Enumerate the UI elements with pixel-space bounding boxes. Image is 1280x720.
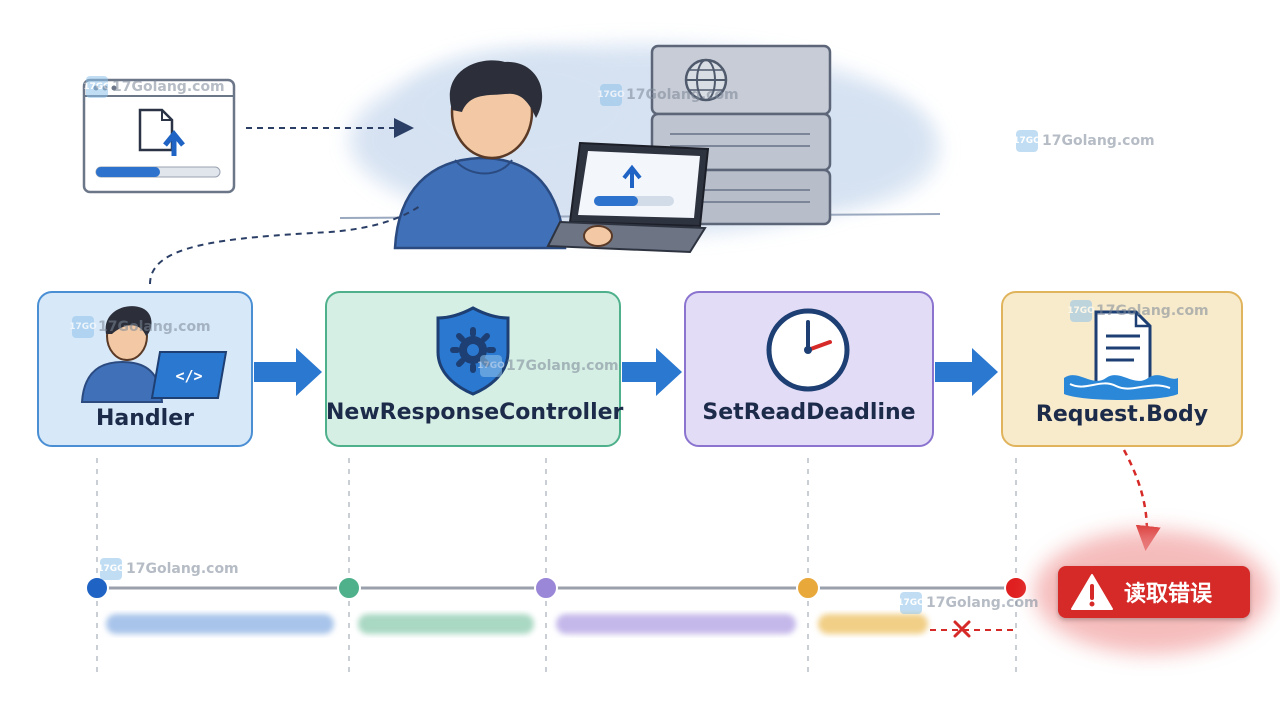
watermark-logo-icon: 17GO (1067, 300, 1095, 322)
step-label-handler: Handler (96, 406, 194, 431)
watermark: 17GO 17Golang.com (1067, 300, 1209, 322)
file-upload-window-icon (82, 78, 236, 194)
flow-arrow-3 (935, 348, 998, 396)
person-uploading-to-server-icon (339, 44, 941, 254)
timeline-dot-error (1004, 576, 1028, 600)
timeline-dot-request-body (796, 576, 820, 600)
error-badge: 读取错误 (1058, 566, 1250, 618)
error-label: 读取错误 (1124, 582, 1213, 607)
document-water-icon (1064, 310, 1178, 400)
x-mark-icon (953, 620, 971, 638)
watermark-logo-icon: 17GO (69, 316, 97, 338)
step-label-request-body: Request.Body (1035, 402, 1209, 427)
watermark-logo-icon: 17GO (97, 558, 125, 580)
flow-arrow-2 (622, 348, 682, 396)
watermark: 17GO 17Golang.com (97, 558, 239, 580)
svg-text:</>: </> (175, 367, 202, 385)
watermark: 17GO 17Golang.com (477, 355, 619, 377)
step-label-setreaddeadline: SetReadDeadline (702, 400, 916, 425)
watermark-logo-icon: 17GO (897, 592, 925, 614)
flow-arrow-1 (254, 348, 322, 396)
watermark: 17GO 17Golang.com (597, 84, 739, 106)
step-label-newresponsecontroller: NewResponseController (326, 400, 624, 425)
watermark-logo-icon: 17GO (597, 84, 625, 106)
watermark-logo-icon: 17GO (1013, 130, 1041, 152)
watermark: 17GO 17Golang.com (69, 316, 211, 338)
watermark: 17GO 17Golang.com (897, 592, 1039, 614)
watermark: 17GO 17Golang.com (83, 76, 225, 98)
timeline-guides (96, 458, 1017, 676)
handler-scene-connector (149, 205, 421, 285)
timeline-dot-setreaddeadline (534, 576, 558, 600)
timeline-dot-newresponsecontroller (337, 576, 361, 600)
timeline-segments (106, 614, 928, 634)
developer-laptop-icon: </> (80, 306, 228, 403)
watermark: 17GO 17Golang.com (1013, 130, 1155, 152)
warning-icon (1071, 574, 1113, 610)
watermark-logo-icon: 17GO (83, 76, 111, 98)
watermark-logo-icon: 17GO (477, 355, 505, 377)
timeline-dot-handler (85, 576, 109, 600)
clock-icon (766, 308, 850, 392)
